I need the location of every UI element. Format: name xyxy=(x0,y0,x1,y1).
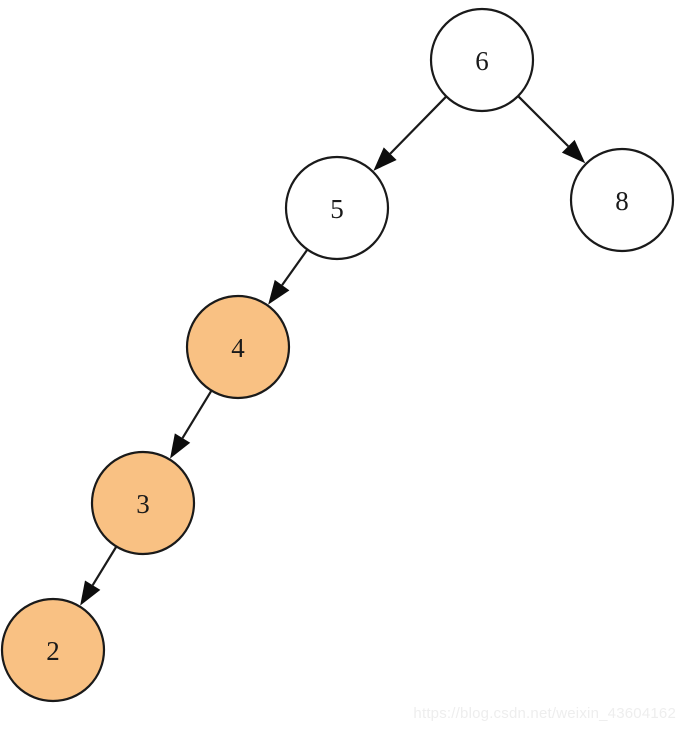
node-circle[interactable] xyxy=(90,450,196,556)
tree-node[interactable]: 5 xyxy=(284,155,390,261)
edge-line xyxy=(389,95,448,155)
node-label: 8 xyxy=(615,186,629,216)
node-circle[interactable] xyxy=(0,597,106,703)
node-circle[interactable] xyxy=(284,155,390,261)
edge-line xyxy=(517,95,570,148)
tree-edge xyxy=(268,248,309,305)
tree-edge xyxy=(80,545,118,606)
tree-node[interactable]: 2 xyxy=(0,597,106,703)
tree-edge xyxy=(517,95,586,164)
arrow-head-icon xyxy=(170,433,191,459)
node-label: 3 xyxy=(136,489,150,519)
arrow-head-icon xyxy=(561,139,586,164)
arrow-head-icon xyxy=(373,147,397,171)
tree-edge xyxy=(170,389,213,459)
tree-node[interactable]: 6 xyxy=(429,7,535,113)
node-label: 6 xyxy=(475,46,489,76)
nodes-layer: 6 5 8 4 3 2 xyxy=(0,7,675,703)
node-label: 4 xyxy=(231,333,245,363)
tree-node[interactable]: 8 xyxy=(569,147,675,253)
edge-line xyxy=(91,545,118,586)
edges-layer xyxy=(80,95,586,606)
tree-node[interactable]: 4 xyxy=(185,294,291,400)
arrow-head-icon xyxy=(268,279,290,305)
watermark-label: https://blog.csdn.net/weixin_43604162 xyxy=(413,705,676,722)
node-circle[interactable] xyxy=(429,7,535,113)
tree-node[interactable]: 3 xyxy=(90,450,196,556)
node-circle[interactable] xyxy=(569,147,675,253)
tree-edge xyxy=(373,95,448,171)
arrow-head-icon xyxy=(80,580,101,606)
node-label: 5 xyxy=(330,194,344,224)
edge-line xyxy=(281,248,309,286)
node-label: 2 xyxy=(46,636,60,666)
edge-line xyxy=(181,389,213,439)
node-circle[interactable] xyxy=(185,294,291,400)
